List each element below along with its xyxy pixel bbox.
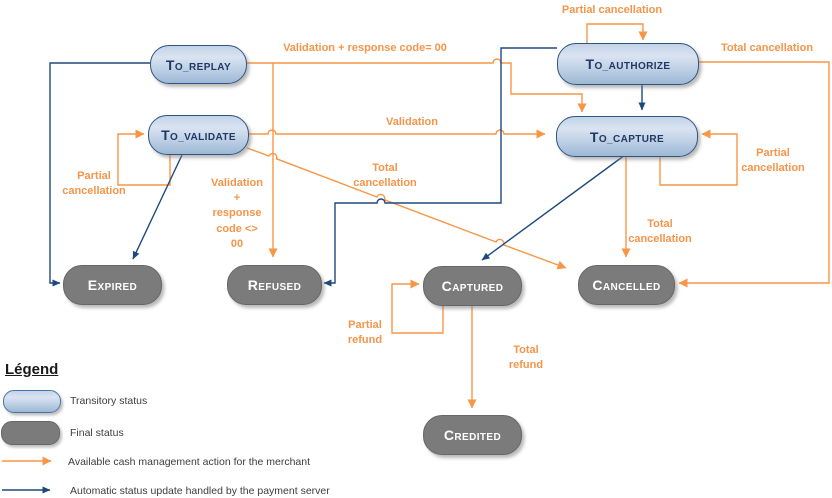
legend-final-label: Final status	[70, 427, 124, 439]
node-to-validate: TO_VALIDATE	[148, 115, 249, 155]
legend-title: Légend	[5, 361, 59, 378]
node-to-capture-label: TO_CAPTURE	[589, 128, 665, 145]
node-credited-label: CREDITED	[443, 427, 502, 443]
legend-orange-arrow-icon	[2, 456, 52, 466]
legend-automatic-update-label: Automatic status update handled by the p…	[70, 485, 330, 497]
node-to-validate-label: TO_VALIDATE	[161, 127, 236, 143]
label-captured-total-refund: Total refund	[508, 344, 544, 371]
edge-validate-self-partial-cancellation	[117, 129, 171, 186]
node-refused: REFUSED	[227, 265, 322, 305]
legend-transitory-swatch	[3, 390, 61, 413]
label-replay-validation-ok: Validation + response code= 00	[283, 42, 447, 54]
label-capture-total-cancellation: Total cancellation	[628, 218, 692, 245]
label-validate-partial-cancellation: Partial cancellation	[62, 170, 126, 197]
label-validate-total-cancellation: Total cancellation	[353, 162, 417, 189]
edge-authorize-to-cancelled-total-cancellation	[678, 61, 830, 288]
label-capture-partial-cancellation: Partial cancellation	[741, 147, 805, 174]
legend-final-swatch	[1, 421, 60, 445]
label-authorize-total-cancellation: Total cancellation	[720, 42, 814, 54]
node-to-replay: TO_REPLAY	[150, 45, 247, 84]
edge-capture-self-partial-cancellation	[659, 129, 738, 186]
legend-merchant-action-label: Available cash management action for the…	[68, 456, 311, 468]
edge-validate-to-cancelled-total-cancellation	[246, 147, 567, 270]
node-expired-label: EXPIRED	[87, 277, 138, 293]
edge-capture-to-captured	[481, 154, 626, 261]
edge-captured-self-partial-refund	[391, 279, 444, 334]
legend-transitory-label: Transitory status	[70, 395, 148, 407]
legend-blue-arrow-icon	[2, 486, 51, 494]
label-replay-validation-ko: Validation + response code <> 00	[211, 177, 263, 250]
edge-validate-to-capture-validation	[247, 129, 546, 139]
node-refused-label: REFUSED	[247, 277, 302, 293]
edge-validate-to-expired	[132, 154, 183, 260]
node-captured-label: CAPTURED	[441, 278, 504, 294]
node-to-authorize: TO_AUTHORIZE	[557, 43, 699, 85]
node-cancelled-label: CANCELLED	[592, 277, 661, 293]
node-cancelled: CANCELLED	[578, 265, 675, 305]
node-expired: EXPIRED	[63, 265, 162, 305]
label-validate-validation: Validation	[386, 116, 438, 128]
edge-replay-to-expired	[49, 62, 150, 287]
node-to-capture: TO_CAPTURE	[556, 116, 698, 157]
node-credited: CREDITED	[423, 415, 522, 455]
node-to-authorize-label: TO_AUTHORIZE	[585, 56, 671, 72]
label-captured-partial-refund: Partial refund	[347, 319, 383, 346]
label-authorize-partial-cancellation: Partial cancellation	[561, 4, 663, 16]
edge-authorize-to-refused	[323, 47, 557, 287]
edge-replay-to-capture-validation-ok	[245, 58, 587, 113]
edge-authorize-self-partial-cancellation	[586, 23, 648, 43]
node-captured: CAPTURED	[423, 266, 522, 306]
node-to-replay-label: TO_REPLAY	[165, 56, 232, 73]
